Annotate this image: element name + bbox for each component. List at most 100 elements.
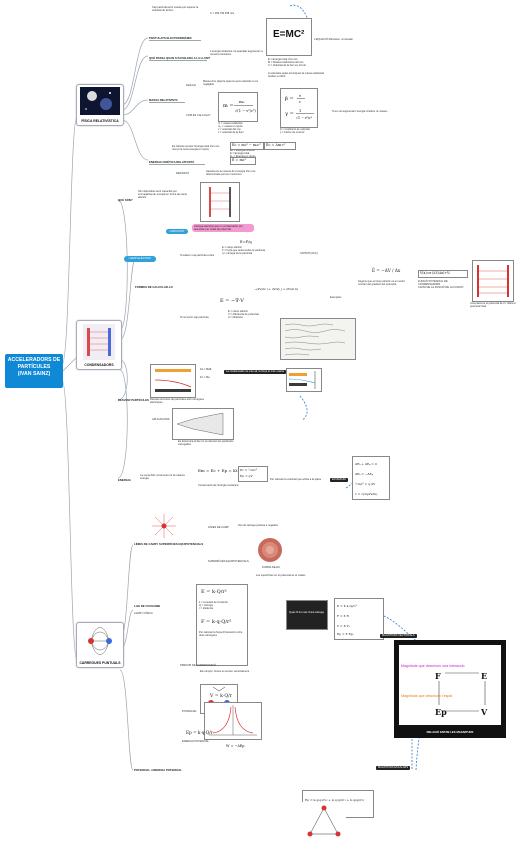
branch-fisica[interactable]: FÍSICA RELATIVÍSTICA	[76, 84, 124, 126]
svg-text:c: c	[299, 100, 301, 104]
svg-text:Magnituds que descriuen l'espa: Magnituds que descriuen l'espai	[401, 694, 452, 698]
graf-note: Una placa és el potencial de 0 i l'altra…	[470, 302, 516, 309]
energia-text: Es calcula sumant l'energia total d'un c…	[172, 145, 220, 152]
potential-graph	[472, 260, 514, 302]
capacitat-pill[interactable]: CAPACITAT	[166, 229, 188, 234]
massa-def-text: Massa d'un objecte quan la seva velocita…	[203, 80, 258, 87]
coulomb-box: E = k·Q/r² k = constant de Coulomb Q = c…	[196, 584, 248, 666]
camp2-notes: Per calcular la força d'interacció entre…	[199, 631, 243, 638]
beta-notes: β = Coeficient de velocitat γ = Factor d…	[280, 128, 310, 135]
svg-text:V: V	[480, 707, 488, 717]
energia-cons: Conservació de l'energia mecànica	[198, 484, 239, 487]
emc-formula: E=MC²	[273, 29, 305, 40]
potencial-formula: V = k·Q/r	[210, 694, 232, 699]
e-formula: E = mc²	[232, 158, 246, 162]
capacitat-text: Carrega elèctrica que un condensador pot…	[192, 224, 254, 232]
camp-pill[interactable]: CAMP ELÈCTRIC	[124, 256, 156, 262]
energia-cond-label: ENERGIA	[118, 478, 131, 482]
relations-diagram: F E Ep V Magnituds que descriuen una int…	[401, 664, 488, 717]
em-formula: Em = Ec + Ep = Kt	[198, 468, 238, 473]
energia-side: Per calcular la velocitat que arriba a l…	[270, 478, 321, 481]
fb: Fe = Ma	[200, 376, 210, 379]
principi: PRINCIPI DE SUPERPOSICIÓ	[180, 664, 217, 667]
svg-text:V = Σ Vᵢ: V = Σ Vᵢ	[336, 624, 350, 628]
e-v-formula: Ē = −ΔV / Δx	[372, 268, 401, 273]
energia-title: ENERGIA CINÈTICA RELATIVISTA	[149, 160, 195, 164]
dipole-icon	[81, 625, 119, 657]
svg-text:F = Σ Fᵢ: F = Σ Fᵢ	[337, 614, 350, 618]
vector-eq-box: E = Σ k·Qᵢ/rᵢ² F = Σ Fᵢ V = Σ Vᵢ Ep = Σ …	[334, 598, 384, 640]
forma2: Si no tenim cap partícula	[180, 316, 209, 319]
funcio: FUNCIÓ POTENCIAL DE CONDENSADORS	[418, 280, 448, 287]
massa-notes: m = massa relativista m₀ = massa en repò…	[218, 122, 244, 135]
potencial-sub: POTENCIAL	[182, 710, 197, 713]
forma1-formula: E=F/q	[240, 240, 252, 244]
handwritten-example	[280, 318, 356, 360]
relations-title: RELACIÓ ENTRE LES MAGNITUDS	[426, 730, 474, 734]
exemples: Exemples	[330, 296, 342, 299]
svg-text:v = √(2qΔV/m): v = √(2qΔV/m)	[354, 492, 377, 496]
dark-note: La condensador és més alt, la força té m…	[224, 370, 286, 374]
camp2-formula: F = k·q·Q/r²	[201, 619, 232, 625]
superficies: SUPERFÍCIES EQUIPOTENCIALS	[208, 560, 249, 563]
beta-formula: β = v c γ = 1 √1 − v²/c²	[285, 94, 314, 120]
forma2-formula: E = −∇·V	[220, 298, 244, 304]
que-text: Són dispositius amb capacitat per emmaga…	[138, 190, 188, 200]
forma: FORMA DE ES	[262, 566, 280, 569]
svg-text:m₀: m₀	[239, 99, 245, 104]
equations-box: ΔEₖ + ΔEₚ = 0 ΔEₖ = −ΔEₚ ½mv² = q·ΔV v =…	[352, 456, 390, 500]
energia-pot-formula: Ep = k·q·Q/r	[186, 730, 213, 735]
v-func-formula: V(x)=x·(ΔV/Δx)+V₁	[420, 271, 451, 275]
svg-text:E: E	[481, 671, 487, 681]
beta-formula-box: β = v c γ = 1 √1 − v²/c²	[280, 88, 318, 128]
energia-pot: ENERGIA POTENCIAL	[182, 740, 209, 743]
root-node[interactable]: ACCELERADORS DE PARTÍCULES (IVAN SAINZ)	[5, 354, 63, 388]
ep-cond-formula: Ep = qV	[240, 474, 253, 478]
massa-def: Definició	[186, 84, 196, 87]
emc-text: L'energia relativista i la quantitat aug…	[210, 50, 263, 57]
sphere-diagram	[256, 536, 284, 564]
svg-text:v: v	[298, 94, 302, 98]
energia-cond-text: La suma dels moviments és la mateixa ene…	[140, 474, 185, 481]
deflection-diagram	[150, 364, 196, 398]
formes-label: FORMES DE CALCULAR-LO	[135, 285, 173, 289]
energia-notes2: Aquesta és la mesura de l'energia d'un c…	[206, 170, 256, 177]
svg-text:√1 − v²/c²: √1 − v²/c²	[296, 116, 313, 120]
root-title: ACCELERADORS DE PARTÍCULES	[7, 357, 61, 370]
emc-notes2: A velocitats quasi lumíniques la massa r…	[268, 72, 325, 79]
linies-label: LÍNIES DE CAMP I SUPERFÍCIES EQUIPOTENCI…	[134, 542, 204, 546]
svg-text:½mv² = q·ΔV: ½mv² = q·ΔV	[355, 481, 376, 486]
forma1: Si sabem una partícula a dins	[180, 254, 215, 257]
massa-calc: COM ES CALCULA?	[186, 114, 211, 117]
desviar-text: Desviar els feixos de partícules amb car…	[150, 398, 204, 405]
emc-box: E=MC²	[266, 18, 312, 56]
llei-label: LLEI DE COULOMB	[134, 604, 160, 608]
camp-puntual: CAMP / FÒRCA	[134, 612, 153, 615]
postulat-val: C = 299 792 458 m/s	[210, 12, 235, 15]
aplicacio: APLICACIONS	[152, 418, 170, 421]
sentit: Segons que el camp elèctric va en sentit…	[358, 280, 405, 287]
svg-text:Ep = k·q₁q₂/r₁₂ + k·q₁q₃/r₁₃ +: Ep = k·q₁q₂/r₁₂ + k·q₁q₃/r₁₃ + k·q₂q₃/r₂…	[305, 798, 365, 802]
ec-cond-formula: Ec = ½mv²	[240, 468, 257, 472]
linies-camp: LÍNIES DE CAMP	[208, 526, 229, 529]
capacitor-icon	[83, 324, 115, 360]
dark-resum: EN RESUM	[330, 478, 348, 482]
desviar-label: DESVIAR PARTÍCULES	[118, 398, 149, 402]
que-son: QUÈ SÓN?	[118, 198, 133, 202]
branch-carregues-label: CÀRREGUES PUNTUALS	[79, 661, 121, 665]
ec-formula-2: Ec = Δm·c²	[266, 143, 286, 147]
svg-text:√(1 − v²/c²): √(1 − v²/c²)	[235, 109, 256, 113]
ec-formula-1: Ec = mc² − m₀c²	[232, 143, 261, 147]
forma1-notes: E = camp elèctric F = força que actua so…	[222, 246, 266, 256]
camp-notes: k = constant de Coulomb Q = càrrega r = …	[199, 601, 228, 611]
svg-text:Ep: Ep	[435, 707, 447, 717]
branch-carregues[interactable]: CÀRREGUES PUNTUALS	[76, 622, 124, 668]
dark-box: Quan hi ha més d'una càrrega	[286, 600, 328, 630]
capacitor-diagram	[200, 182, 240, 222]
branch-condensadors[interactable]: CONDENSADORS	[76, 320, 122, 370]
potential-plot	[204, 702, 262, 740]
lorentz-note: Si es vol augmentar l'energia cinètica, …	[332, 110, 389, 113]
svg-text:F: F	[435, 671, 441, 681]
massa-title: MASSA RELATIVISTA	[149, 98, 178, 102]
emc-right: L'EQUACIÓ d'Einstein, a l'escalar	[314, 38, 353, 41]
